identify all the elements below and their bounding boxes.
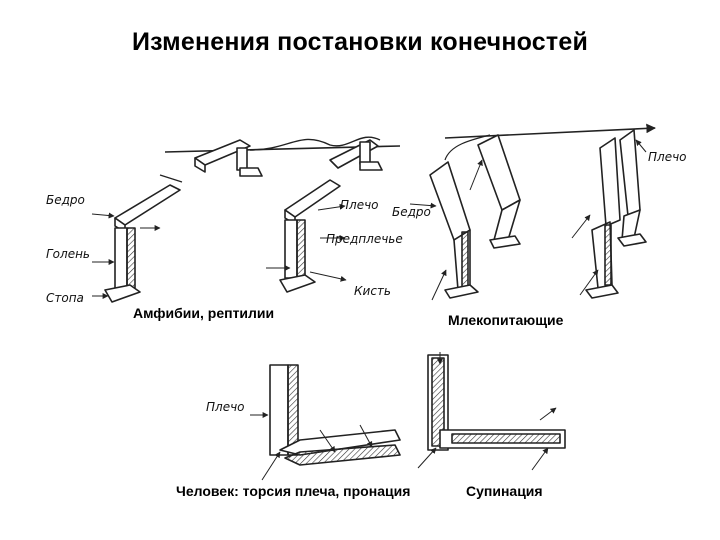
label-amphibian-forearm: Предплечье bbox=[326, 232, 403, 246]
caption-human-pronation: Человек: торсия плеча, пронация bbox=[176, 483, 410, 499]
amphibian-panel bbox=[92, 137, 400, 302]
label-amphibian-shin: Голень bbox=[46, 247, 90, 261]
mammal-body-axis bbox=[445, 128, 655, 138]
label-mammal-shoulder: Плечо bbox=[648, 150, 687, 164]
mammal-hind-foot bbox=[445, 285, 478, 298]
human-supination-panel bbox=[418, 352, 565, 470]
amphibian-upper-joint bbox=[237, 148, 247, 170]
caption-human-supination: Супинация bbox=[466, 483, 543, 499]
label-mammal-thigh: Бедро bbox=[392, 205, 431, 219]
caption-amphibian: Амфибии, рептилии bbox=[133, 305, 274, 321]
mammal-panel bbox=[410, 128, 655, 300]
amphibian-foot bbox=[105, 285, 140, 302]
amphibian-thigh bbox=[115, 185, 180, 225]
mammal-shoulder bbox=[600, 138, 620, 226]
caption-mammal: Млекопитающие bbox=[448, 312, 563, 328]
pronation-shoulder bbox=[270, 365, 288, 455]
amphibian-shin bbox=[115, 228, 127, 288]
mammal-front-foot bbox=[586, 285, 618, 298]
mammal-thigh bbox=[430, 162, 470, 240]
label-amphibian-hand: Кисть bbox=[354, 284, 391, 298]
amphibian-shoulder bbox=[285, 180, 340, 217]
human-pronation-panel bbox=[250, 365, 400, 480]
label-human-shoulder: Плечо bbox=[206, 400, 245, 414]
label-amphibian-shoulder: Плечо bbox=[340, 198, 379, 212]
amphibian-forearm bbox=[285, 220, 297, 278]
label-amphibian-thigh: Бедро bbox=[46, 193, 85, 207]
label-amphibian-foot: Стопа bbox=[46, 291, 84, 305]
